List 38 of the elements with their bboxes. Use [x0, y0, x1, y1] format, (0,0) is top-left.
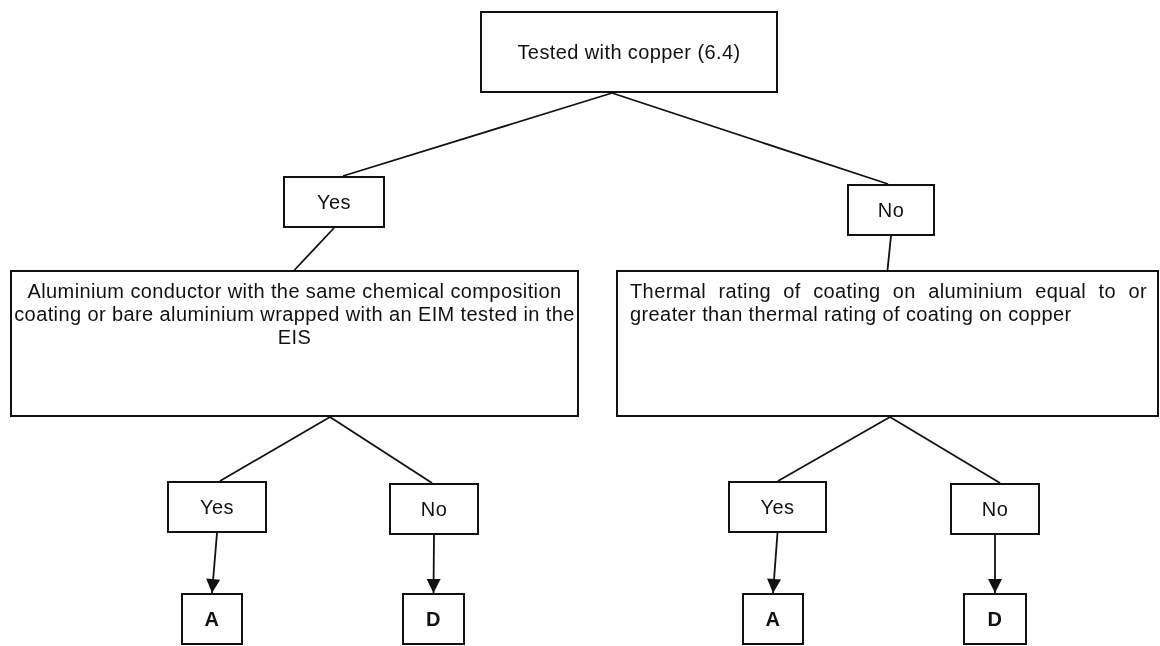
answer-text: No [420, 497, 448, 521]
answer-text: Yes [200, 495, 234, 519]
answer-box [728, 481, 827, 533]
arrow [206, 532, 221, 594]
answer-text: No [981, 497, 1009, 521]
connector-line [329, 416, 433, 484]
condition-text: Aluminium conductor with the same chemical composition coating or bare aluminium wrapped with an EIM tested in the EIS [13, 280, 576, 349]
answer-text: Yes [760, 495, 795, 519]
connector-line [777, 416, 891, 482]
decision-box [480, 11, 778, 93]
condition-box [616, 270, 1159, 417]
connector-line [293, 227, 335, 271]
answer-box [389, 483, 479, 535]
condition-text: Tested with copper (6.4) [517, 40, 741, 64]
result-letter: A [765, 607, 781, 631]
arrow [767, 532, 782, 594]
arrow [988, 534, 1002, 594]
result-letter: D [426, 607, 441, 631]
result-letter: D [987, 607, 1003, 631]
result-letter: A [204, 607, 220, 631]
condition-text: Thermal rating of coating on aluminium equal to or greater than thermal rating of coating on copper [630, 280, 1147, 326]
answer-box [847, 184, 935, 236]
connector-line [611, 92, 889, 185]
connector-line [219, 416, 331, 482]
condition-box [10, 270, 579, 417]
result-box [963, 593, 1027, 645]
result-box [742, 593, 804, 645]
answer-text: Yes [317, 190, 351, 214]
answer-text: No [877, 198, 905, 222]
answer-box [167, 481, 267, 533]
connector-line [889, 416, 1001, 484]
arrow [426, 534, 441, 594]
result-box [402, 593, 465, 645]
connector-line [342, 92, 613, 177]
answer-box [950, 483, 1040, 535]
connector-line [886, 235, 892, 271]
result-box [181, 593, 243, 645]
answer-box [283, 176, 385, 228]
